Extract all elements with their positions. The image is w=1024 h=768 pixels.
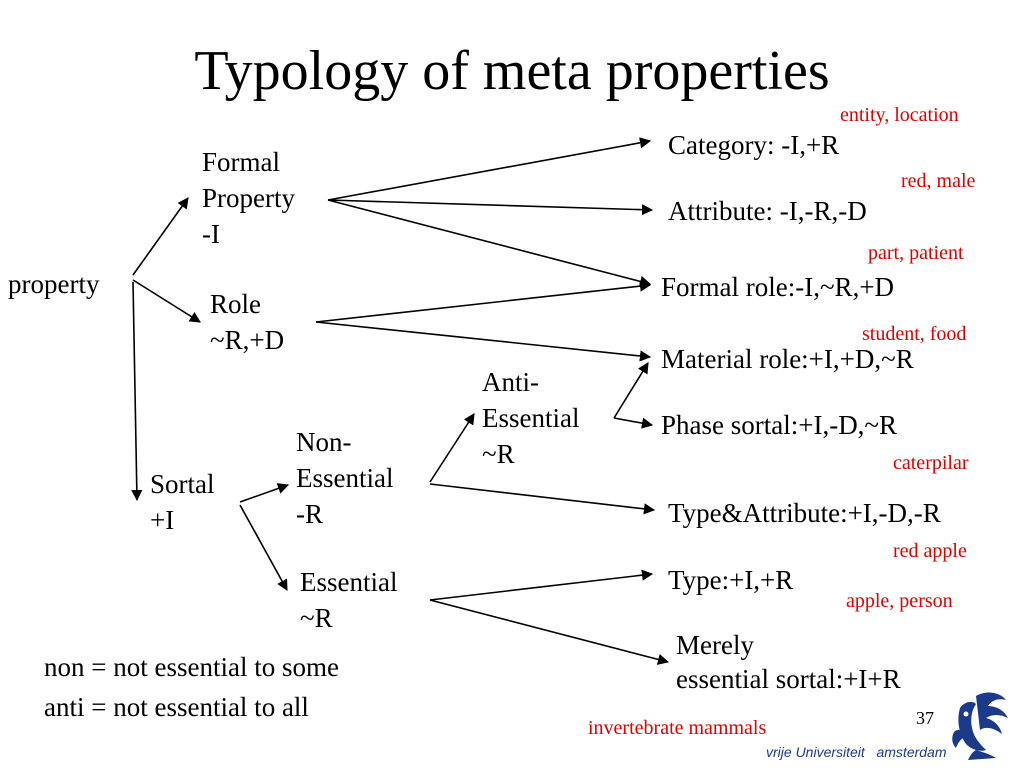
arrow-formal-attribute <box>327 199 654 216</box>
leaf-merely-line1: Merely <box>676 630 754 660</box>
leaf-merely-line2: essential sortal:+I+R <box>676 664 901 694</box>
node-antiessential-line2: Essential <box>482 403 580 433</box>
leaf-category: Category: -I,+R <box>668 130 840 160</box>
arrow-formal-category <box>327 137 652 201</box>
leaf-type: Type:+I,+R <box>668 565 794 595</box>
institution-word-3: amsterdam <box>876 744 947 760</box>
arrow-role-formalrole <box>315 280 652 323</box>
page-number: 37 <box>916 708 934 728</box>
arrow-sortal-nonessential <box>239 483 290 503</box>
node-formal-line3: -I <box>202 219 220 249</box>
institution-wordmark: vrije Universiteit amsterdam <box>766 744 947 760</box>
node-role: Role ~R,+D <box>210 286 284 358</box>
note-non: non = not essential to some <box>44 652 339 682</box>
arrow-antiessential-materialrole <box>613 362 649 419</box>
node-sortal-line2: +I <box>150 505 175 535</box>
node-antiessential-line3: ~R <box>482 439 515 469</box>
node-property: property <box>8 269 100 299</box>
arrow-essential-type <box>429 569 654 601</box>
node-formal-line1: Formal <box>202 147 280 177</box>
arrow-sortal-essential <box>239 504 288 591</box>
example-student-food: student, food <box>862 323 967 345</box>
node-nonessential-line3: -R <box>296 499 323 529</box>
example-invertebrate-mammals: invertebrate mammals <box>588 717 767 739</box>
node-non-essential: Non- Essential -R <box>296 424 393 532</box>
node-anti-essential: Anti- Essential ~R <box>482 364 579 472</box>
leaf-type-attribute: Type&Attribute:+I,-D,-R <box>668 498 941 528</box>
arrow-property-formal <box>132 197 189 276</box>
example-apple-person: apple, person <box>846 590 953 612</box>
example-entity-location: entity, location <box>840 104 959 126</box>
node-nonessential-line1: Non- <box>296 427 352 457</box>
arrow-role-materialrole <box>315 321 652 362</box>
example-part-patient: part, patient <box>868 242 964 264</box>
leaf-merely-essential: Merely essential sortal:+I+R <box>676 628 901 696</box>
node-essential-line2: ~R <box>300 603 333 633</box>
leaf-phase-sortal: Phase sortal:+I,-D,~R <box>661 410 898 440</box>
node-antiessential-line1: Anti- <box>482 367 539 397</box>
node-role-line2: ~R,+D <box>210 325 285 355</box>
node-sortal: Sortal +I <box>150 466 215 538</box>
note-anti: anti = not essential to all <box>44 692 309 722</box>
example-caterpilar: caterpilar <box>893 452 969 474</box>
arrow-essential-merelyessential <box>429 599 670 665</box>
griffin-logo-icon <box>952 692 1008 760</box>
example-red-male: red, male <box>901 170 976 192</box>
node-formal-property: Formal Property -I <box>202 144 295 252</box>
arrow-property-sortal <box>131 281 143 502</box>
institution-word-1: vrije <box>766 744 792 760</box>
node-formal-line2: Property <box>202 183 295 213</box>
slide-title: Typology of meta properties <box>194 40 830 102</box>
node-essential-line1: Essential <box>300 567 398 597</box>
node-sortal-line1: Sortal <box>150 469 215 499</box>
node-nonessential-line2: Essential <box>296 463 394 493</box>
arrow-nonessential-antiessential <box>429 413 475 483</box>
node-essential: Essential ~R <box>300 564 397 636</box>
institution-word-2: Universiteit <box>795 744 865 760</box>
example-red-apple: red apple <box>893 540 967 562</box>
arrow-property-role <box>132 279 201 323</box>
arrow-antiessential-phasesortal <box>613 417 654 429</box>
node-role-line1: Role <box>210 289 261 319</box>
leaf-formal-role: Formal role:-I,~R,+D <box>661 272 895 302</box>
leaf-attribute: Attribute: -I,-R,-D <box>668 196 867 226</box>
arrow-nonessential-typeattribute <box>429 483 656 515</box>
leaf-material-role: Material role:+I,+D,~R <box>661 344 914 374</box>
arrow-formal-formalrole <box>327 199 652 287</box>
